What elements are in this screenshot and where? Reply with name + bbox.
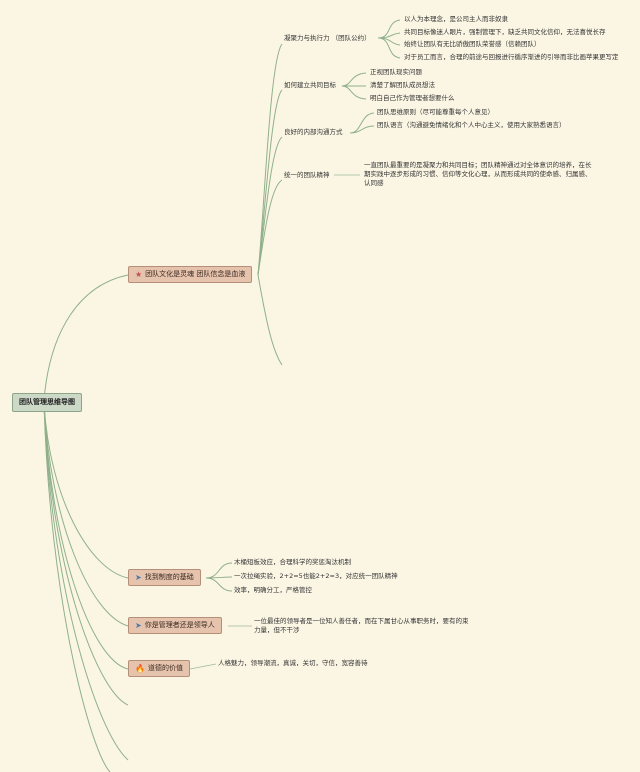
connector-trail-1 (43, 403, 129, 706)
list-item[interactable]: 团队思维原则（尽可能尊重每个人意见） (377, 108, 494, 116)
fire-icon: 🔥 (135, 664, 145, 673)
list-item[interactable]: 明白自己作为管理者想要什么 (370, 94, 455, 102)
subtopic-communication[interactable]: 良好的内部沟通方式 (284, 128, 343, 136)
connector-topic-1-sub-1 (257, 43, 283, 276)
list-item[interactable]: 团队语言（沟通避免情绪化和个人中心主义，使用大家熟悉语言） (377, 121, 566, 129)
list-item[interactable]: 人格魅力，领导潮流，真诚，关切，守信，宽容善待 (218, 659, 368, 667)
connector-sub-3-bracket (349, 112, 375, 134)
connector-sub-1-bracket (377, 19, 401, 59)
topic-team-culture[interactable]: ★ 团队文化是灵魂 团队信念是血液 (128, 266, 253, 283)
connector-root-topic-4 (43, 403, 129, 670)
send-icon: ➤ (135, 573, 142, 582)
list-item[interactable]: 对于员工而言，合理的前途与回报进行循序渐进的引导而非比画苹果更写定 (404, 53, 619, 61)
send-icon: ➤ (135, 621, 142, 630)
root-node[interactable]: 团队管理思维导图 (12, 393, 82, 412)
connector-topic-1-sub-3 (257, 136, 283, 276)
connector-root-topic-2 (43, 403, 129, 579)
list-item[interactable]: 以人为本理念，是公司主人而非奴隶 (404, 15, 508, 23)
list-item[interactable]: 木桶短板效应，合理科学的奖惩淘汰机制 (234, 558, 351, 566)
list-item[interactable]: 一位最佳的领导者是一位知人善任者，而在下属甘心从事职务时，要有的束力量，但不干涉 (254, 617, 469, 634)
topic-label: 道德的价值 (147, 664, 183, 672)
list-item[interactable]: 清楚了解团队成员想法 (370, 81, 435, 89)
list-item[interactable]: 始终让团队有无比骄傲团队荣誉感（信赖团队） (404, 40, 541, 48)
connector-topic-2-bracket (205, 562, 233, 592)
list-item[interactable]: 一直团队最重要的是凝聚力和共同目标；团队精神通过对全体意识的培养，在长期实践中逐… (364, 161, 592, 187)
connector-trail-3 (43, 403, 111, 772)
subtopic-cohesion[interactable]: 凝聚力与执行力 （团队公约） (284, 34, 371, 42)
list-item[interactable]: 正视团队现实问题 (370, 68, 422, 76)
subtopic-team-spirit[interactable]: 统一的团队精神 (284, 171, 330, 179)
topic-label: 你是管理者还是领导人 (144, 621, 215, 629)
topic-label: 找到制度的基础 (144, 573, 194, 581)
topic-system-foundation[interactable]: ➤ 找到制度的基础 (128, 569, 201, 586)
connector-trail-2 (43, 403, 129, 761)
topic-manager-or-leader[interactable]: ➤ 你是管理者还是领导人 (128, 617, 222, 634)
connector-topic-1-sub-4 (257, 179, 283, 276)
subtopic-common-goal[interactable]: 如何建立共同目标 (284, 81, 336, 89)
topic-moral-value[interactable]: 🔥 道德的价值 (128, 660, 190, 677)
connector-topic-4 (189, 663, 217, 670)
list-item[interactable]: 效率，明确分工，严格管控 (234, 586, 312, 594)
root-label: 团队管理思维导图 (19, 398, 75, 406)
connector-root-topic-1 (43, 274, 129, 401)
connector-root-topic-3 (43, 403, 129, 627)
star-icon: ★ (135, 270, 143, 279)
list-item[interactable]: 共同目标像迷人眼片，强制管理下，缺乏共同文化信仰，无法喜悦长存 (404, 28, 606, 36)
connector-sub-2-bracket (341, 72, 367, 100)
connector-topic-1-sub-2 (257, 89, 283, 276)
topic-label: 团队文化是灵魂 团队信念是血液 (145, 270, 246, 278)
list-item[interactable]: 一次拉绳实验，2+2=5也能2+2=3，对应统一团队精神 (234, 572, 398, 580)
connector-topic-1-tail (257, 274, 283, 366)
